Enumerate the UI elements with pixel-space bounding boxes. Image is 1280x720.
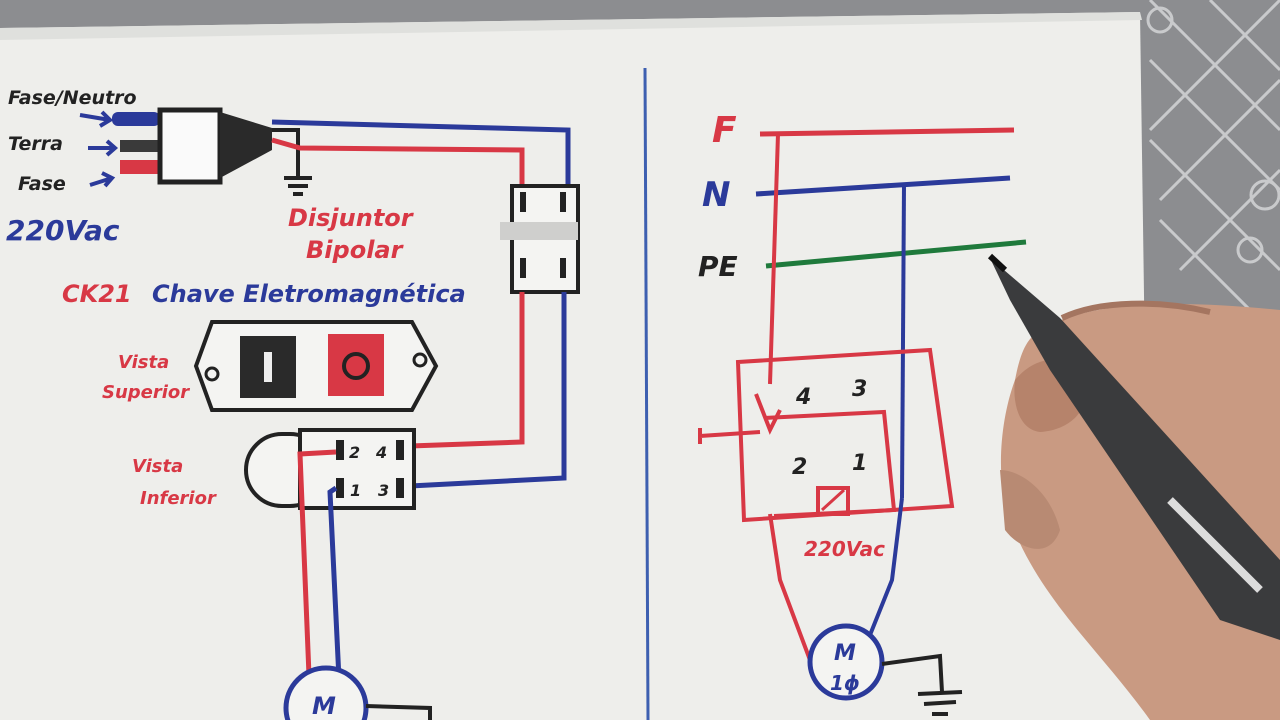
line-label-pe: PE [698,250,738,283]
label-fase-neutro: Fase/Neutro [8,87,137,109]
tablecloth-pattern [1146,0,1280,342]
motor-left-label: M [312,692,336,720]
label-fase: Fase [18,173,66,195]
contact-switch-symbol [754,393,782,435]
marker-pen [990,258,1280,640]
contact-terminal-4: 4 [795,385,811,410]
neutral-wire-to-motor-right [866,497,904,641]
terminal-3: 3 [378,481,389,500]
right-schematic-diagram: F N PE 4 3 2 1 220Vac M 1ϕ [698,110,1027,716]
coil-symbol-slash [820,488,846,512]
stop-button-red [328,334,384,396]
line-label-n: N [702,175,730,215]
push-button-symbol [698,428,761,444]
ground-symbol-motor [881,653,963,716]
motor-right-label-phase: 1ϕ [830,671,860,695]
label-terra: Terra [8,133,63,155]
contactor-box [735,347,955,523]
breaker-label-line1: Disjuntor [288,204,415,232]
breaker-label-line2: Bipolar [306,236,405,264]
motor-right-label-m: M [834,641,856,666]
contact-terminal-2: 2 [792,455,807,480]
coil-symbol [816,486,850,516]
bottom-view-label-1: Vista [132,456,183,477]
left-wiring-diagram: Fase/Neutro Terra Fase 220Vac [6,87,580,720]
earth-bus-line [765,239,1027,269]
motor-left-ground-wire [365,704,432,720]
bipolar-breaker [500,184,580,294]
switch-title-name: Chave Eletromagnética [152,280,466,308]
ground-symbol-plug [272,128,312,196]
phase-wire-top [271,137,525,186]
neutral-wire-to-motor [327,485,343,701]
terminal-1: 1 [350,481,361,500]
switch-bottom-view [244,428,416,510]
phase-wire-to-motor-right [768,513,812,661]
phase-wire-breaker-out [409,292,525,449]
neutral-wire-breaker-out [409,292,567,489]
neutral-wire-top [271,119,571,186]
terminal-2: 2 [349,443,360,462]
switch-top-view [193,320,439,412]
neutral-bus-line [755,175,1011,197]
phase-wire-to-motor [297,449,337,701]
neutral-drop [900,183,906,499]
paper-shadow [0,12,1142,40]
coil-voltage-label: 220Vac [804,537,885,561]
phase-bus-line [759,127,1015,137]
line-label-f: F [712,110,737,151]
bottom-view-label-2: Inferior [140,488,217,509]
label-arrows [79,110,119,188]
center-divider-line [643,67,650,720]
top-view-label-2: Superior [102,382,190,403]
terminal-4: 4 [375,443,387,462]
contact-terminal-3: 3 [852,377,867,402]
voltage-label: 220Vac [6,214,120,247]
hand-holding-marker [987,253,1280,720]
contact-terminal-1: 1 [852,451,867,476]
switch-title-code: CK21 [62,280,132,308]
phase-drop [768,133,780,385]
power-plug [112,107,272,185]
top-view-label-1: Vista [118,352,169,373]
